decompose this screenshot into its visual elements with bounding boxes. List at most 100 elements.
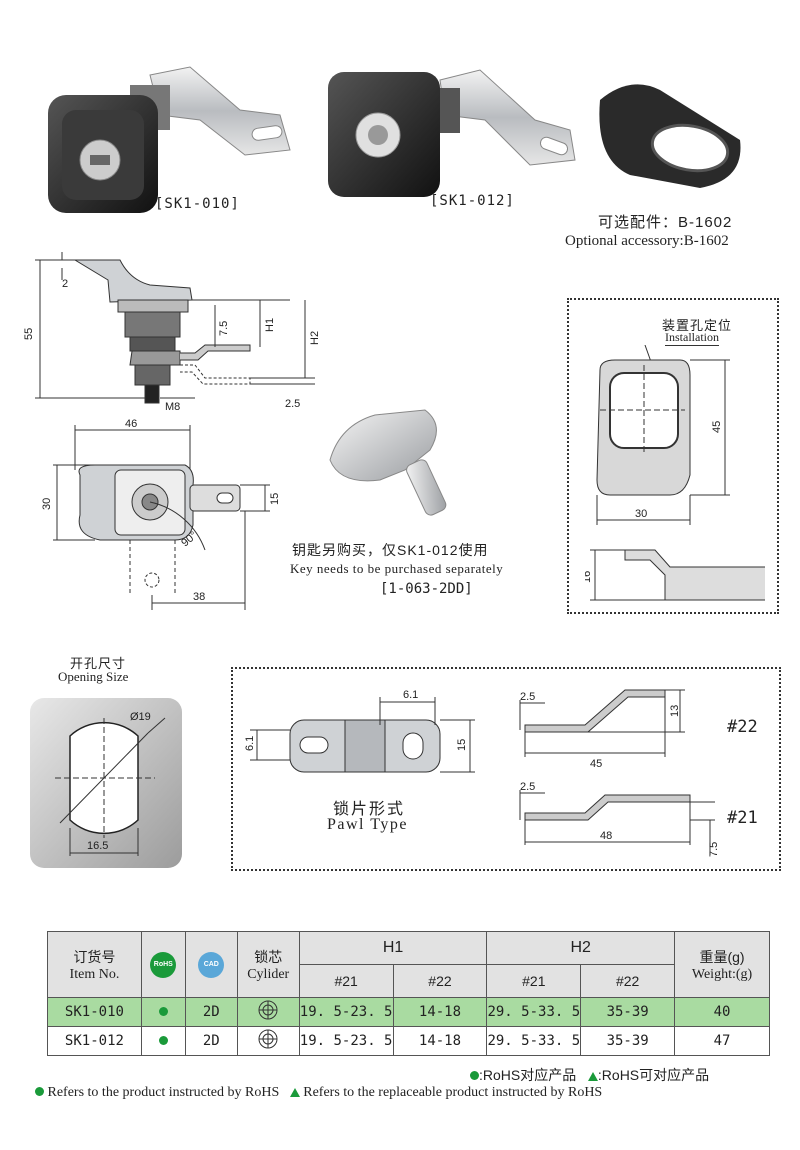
pawl-dim-6-1-top: 6.1 <box>403 689 418 701</box>
pawl-flat-drawing: 6.1 6.1 15 <box>245 689 475 773</box>
sk1-012-label: [SK1-012] <box>430 193 515 209</box>
head-cylinder: 锁芯 Cylider <box>236 931 300 998</box>
dim-h1: H1 <box>264 318 276 332</box>
row-h2-21: 29. 5-33. 5 <box>486 997 582 1027</box>
pawl22-dim-2-5: 2.5 <box>520 691 535 703</box>
pawl-title-en: Pawl Type <box>327 816 408 833</box>
pawl22-dim-45: 45 <box>590 758 602 770</box>
dim-m8: M8 <box>165 401 180 413</box>
dim-15: 15 <box>269 493 281 505</box>
head-item-no: 订货号 Item No. <box>47 931 142 998</box>
legend-cn-dot: :RoHS对应产品 <box>479 1067 577 1083</box>
head-rohs: RoHS <box>140 931 186 998</box>
pawl21-dim-7-5: 7.5 <box>708 842 720 857</box>
sk1-012-photo <box>328 69 576 197</box>
key-note-cn: 钥匙另购买，仅SK1-012使用 <box>292 542 489 558</box>
table-row: SK1-012 2D 19. 5-23. 5 14-18 29. 5-33. 5… <box>47 1026 770 1056</box>
inst-dim-30: 30 <box>635 508 647 520</box>
sub-h2-22: #22 <box>580 964 676 998</box>
row-cad: 2D <box>184 997 238 1027</box>
side-view-drawing: 2 55 7.5 H1 H2 M8 2.5 <box>23 252 321 413</box>
rohs-dot-icon <box>470 1071 479 1080</box>
sub-h2-21: #21 <box>486 964 582 998</box>
row-h1-22: 14-18 <box>392 997 488 1027</box>
head-core-en: Cylider <box>247 966 290 982</box>
row-h1-21: 19. 5-23. 5 <box>298 1026 394 1056</box>
opening-dim-d19: Ø19 <box>130 711 151 723</box>
opening-title-cn: 开孔尺寸 <box>70 656 127 671</box>
inst-dim-16: 16 <box>585 571 593 583</box>
sk1-010-label: [SK1-010] <box>155 196 240 212</box>
installation-label-cn: 装置孔定位 <box>662 318 733 333</box>
head-weight: 重量(g) Weight:(g) <box>674 931 770 998</box>
pawl-title-cn: 锁片形式 <box>333 801 406 818</box>
inst-dim-45: 45 <box>711 421 723 433</box>
pawl-22-tag: #22 <box>727 717 758 737</box>
key-note-en: Key needs to be purchased separately <box>290 561 504 576</box>
pawl-dim-15: 15 <box>456 739 468 751</box>
cad-icon: CAD <box>198 951 225 978</box>
rohs-dot-icon <box>35 1087 44 1096</box>
pawl22-dim-13: 13 <box>669 705 681 717</box>
dim-2-5: 2.5 <box>285 398 300 410</box>
dim-38: 38 <box>193 591 205 603</box>
cylinder-icon <box>236 997 300 1027</box>
dim-h2: H2 <box>309 331 321 345</box>
legend-en-dot: Refers to the product instructed by RoHS <box>47 1085 280 1100</box>
pawl-type-box <box>231 667 781 871</box>
head-h1: H1 <box>298 931 488 965</box>
opening-title-en: Opening Size <box>58 669 129 684</box>
head-weight-en: Weight:(g) <box>691 966 753 982</box>
head-item-en: Item No. <box>69 966 120 982</box>
row-h2-22: 35-39 <box>580 1026 676 1056</box>
pawl-21-tag: #21 <box>727 808 758 828</box>
rohs-dot-icon <box>140 1026 186 1056</box>
row-item: SK1-010 <box>47 997 142 1027</box>
row-item: SK1-012 <box>47 1026 142 1056</box>
row-h2-22: 35-39 <box>580 997 676 1027</box>
legend-en-tri: Refers to the replaceable product instru… <box>303 1085 603 1100</box>
head-item-cn: 订货号 <box>73 948 116 965</box>
dim-46: 46 <box>125 418 137 430</box>
cylinder-icon <box>236 1026 300 1056</box>
head-core-cn: 锁芯 <box>254 948 283 965</box>
rohs-icon: RoHS <box>150 951 177 978</box>
sub-h1-22: #22 <box>392 964 488 998</box>
accessory-label-cn: 可选配件：B-1602 <box>598 214 733 231</box>
legend-en: Refers to the product instructed by RoHS… <box>35 1085 602 1101</box>
opening-dim-16-5: 16.5 <box>87 840 108 852</box>
row-h1-22: 14-18 <box>392 1026 488 1056</box>
head-cad: CAD <box>184 931 238 998</box>
rohs-triangle-icon <box>289 1088 300 1098</box>
head-weight-cn: 重量(g) <box>699 948 745 965</box>
row-h1-21: 19. 5-23. 5 <box>298 997 394 1027</box>
head-h2: H2 <box>486 931 676 965</box>
pawl21-dim-2-5: 2.5 <box>520 781 535 793</box>
pawl-21-drawing: 2.5 48 7.5 <box>519 781 720 857</box>
pawl21-dim-48: 48 <box>600 830 612 842</box>
dim-7-5: 7.5 <box>218 321 230 336</box>
dim-30: 30 <box>41 498 53 510</box>
installation-drawing: 45 30 16 <box>585 345 765 601</box>
table-row: SK1-010 2D 19. 5-23. 5 14-18 29. 5-33. 5… <box>47 997 770 1027</box>
legend-cn-tri: :RoHS可对应产品 <box>597 1067 710 1083</box>
pawl-22-drawing: 2.5 13 45 <box>519 689 685 770</box>
row-weight: 47 <box>674 1026 770 1056</box>
rohs-triangle-icon <box>587 1071 598 1081</box>
row-cad: 2D <box>184 1026 238 1056</box>
pawl-dim-6-1-side: 6.1 <box>245 736 256 751</box>
row-h2-21: 29. 5-33. 5 <box>486 1026 582 1056</box>
front-view-drawing: 46 30 15 90° 38 <box>41 418 281 610</box>
b-1602-accessory-photo <box>599 84 741 188</box>
spec-table: 订货号 Item No. RoHS CAD 锁芯 Cylider H1 H2 重… <box>47 931 770 1056</box>
installation-label-en: Installation <box>665 330 719 346</box>
key-photo <box>329 409 447 516</box>
key-code: [1-063-2DD] <box>380 581 473 597</box>
sk1-010-photo <box>48 66 291 213</box>
row-weight: 40 <box>674 997 770 1027</box>
installation-box <box>567 298 779 614</box>
dim-55: 55 <box>23 328 35 340</box>
sub-h1-21: #21 <box>298 964 394 998</box>
accessory-label-en: Optional accessory:B-1602 <box>565 233 729 249</box>
opening-size-drawing: Ø19 16.5 <box>30 698 182 868</box>
